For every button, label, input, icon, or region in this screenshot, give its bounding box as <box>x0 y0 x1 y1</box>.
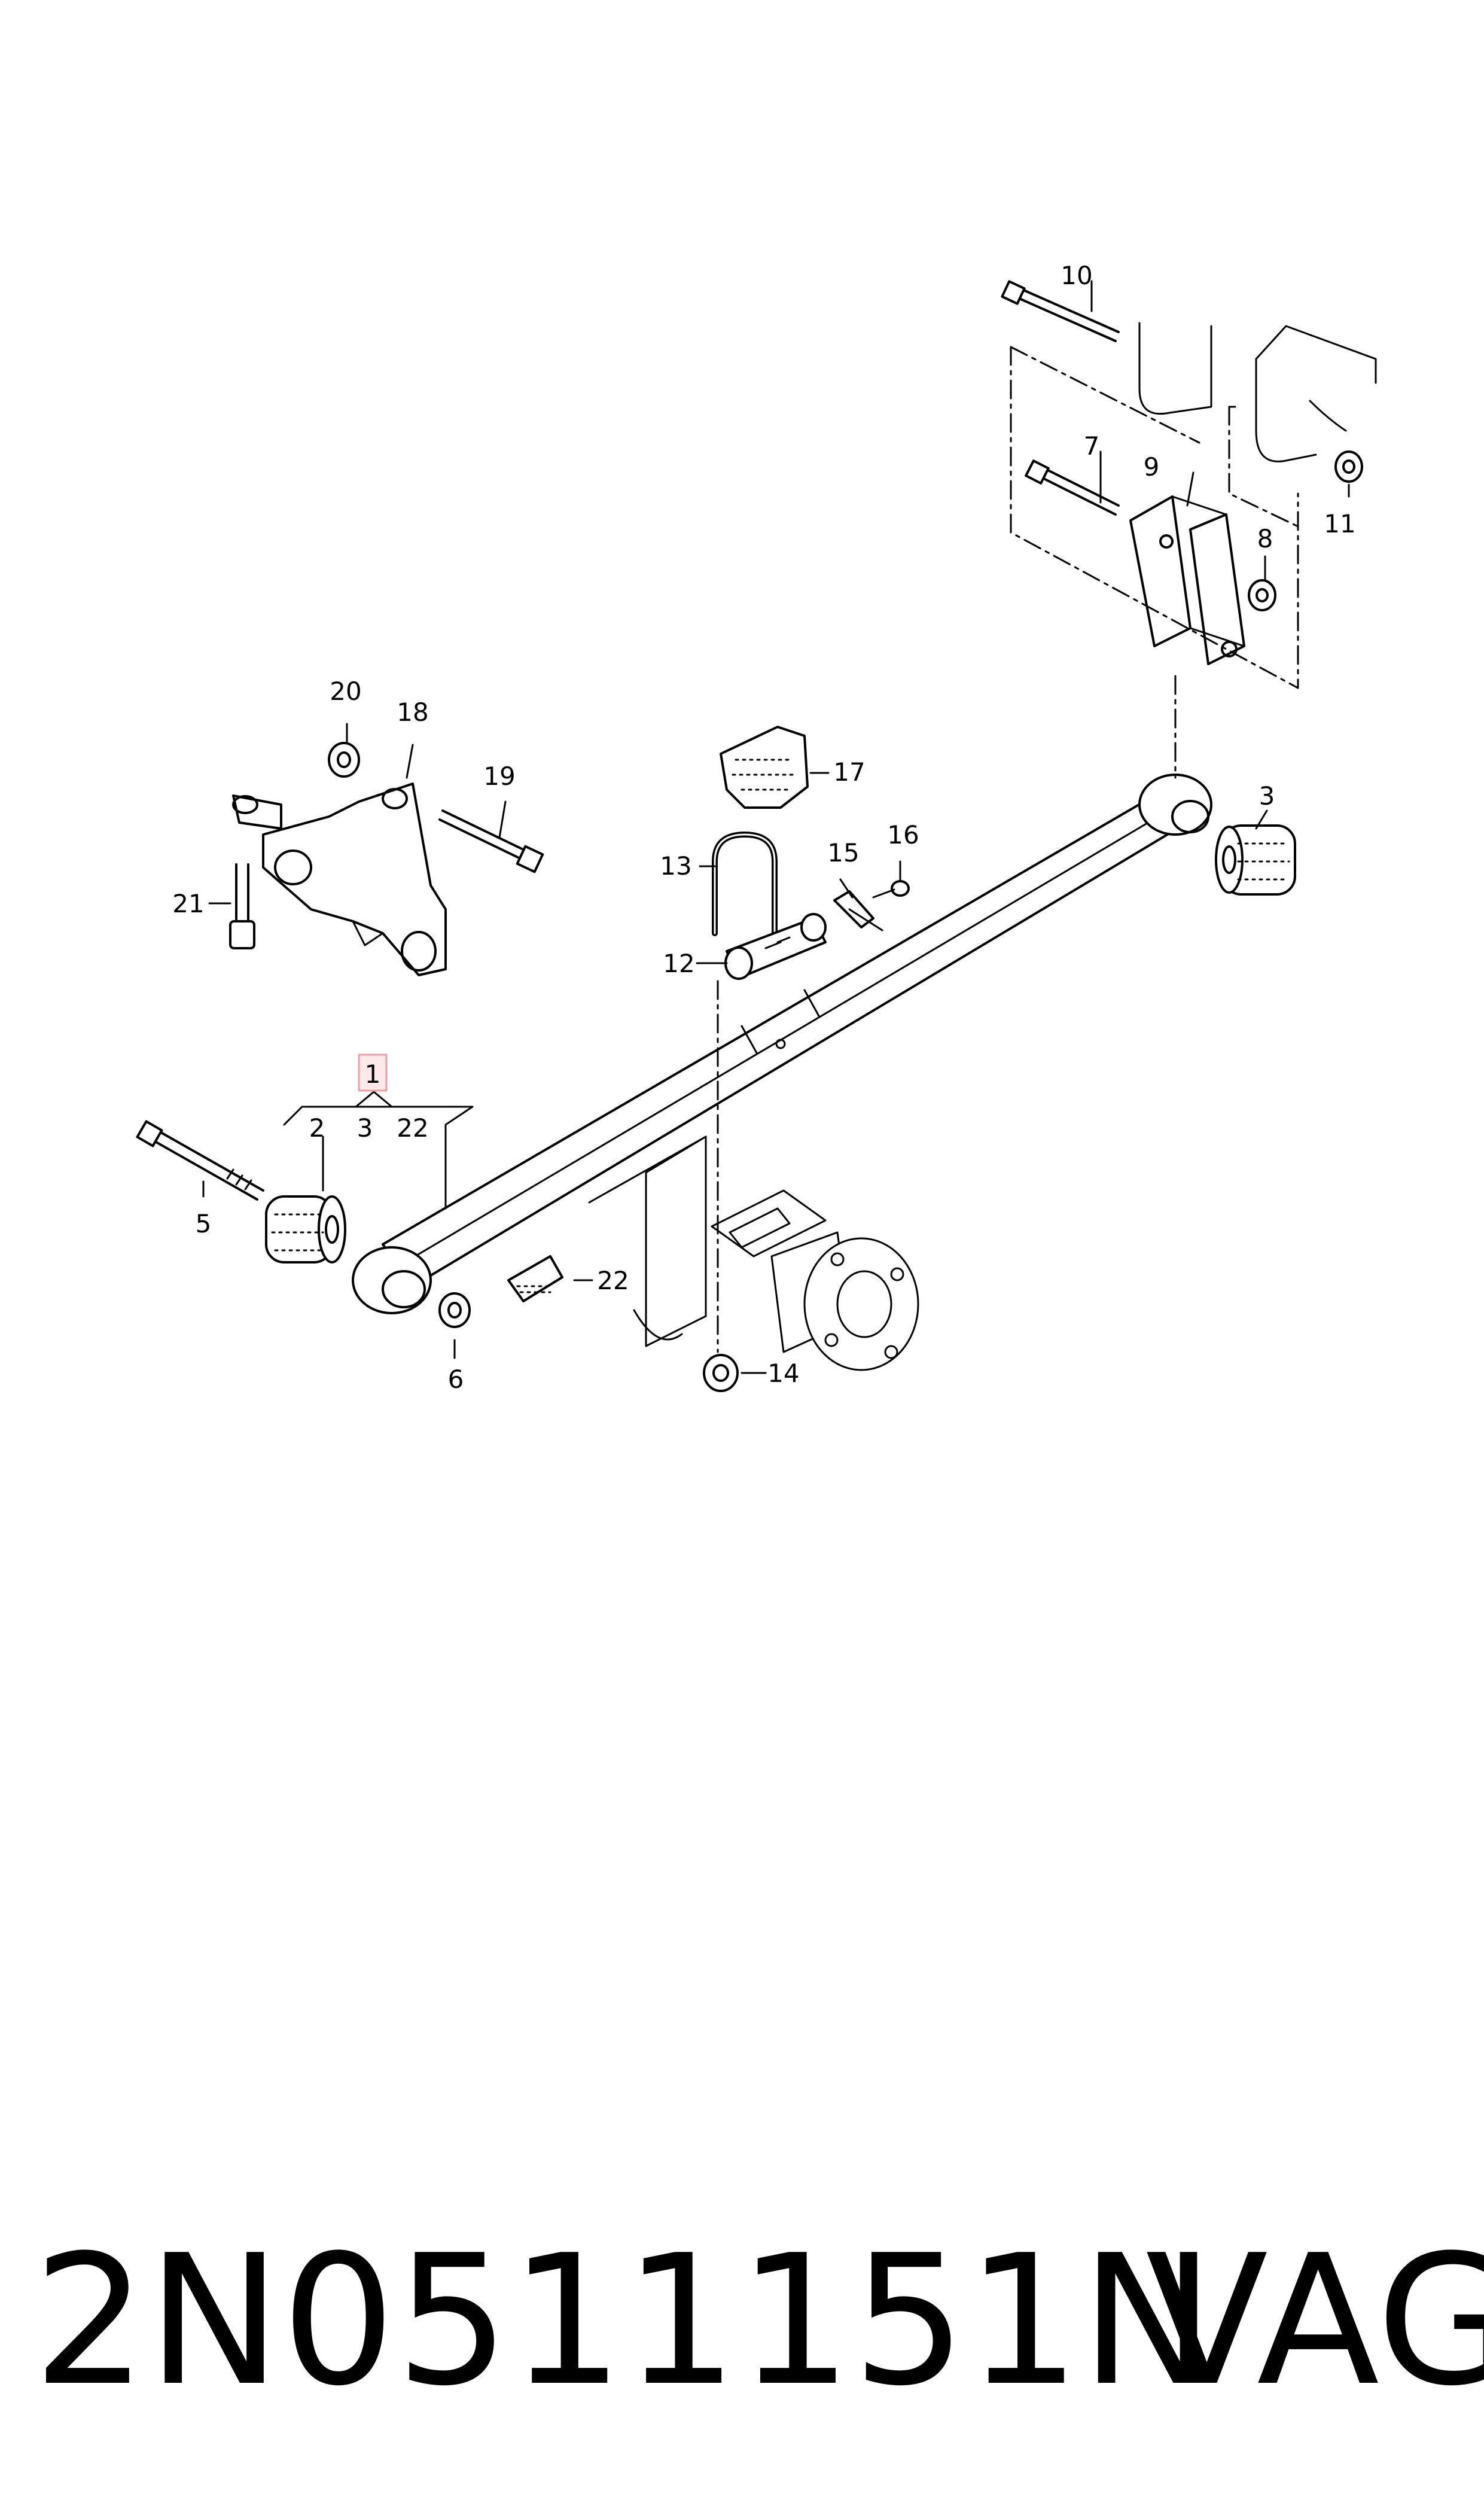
callout-1: 1 <box>365 1059 381 1089</box>
leader-lines <box>202 280 1350 1374</box>
part-number: 2N0511151N <box>33 2216 1215 2425</box>
spacer-plate <box>724 913 827 980</box>
frame-rail <box>1138 322 1377 462</box>
nut-frame <box>1334 450 1363 483</box>
brand-name: VAG <box>1145 2216 1484 2425</box>
bolt-shackle-lower <box>1025 459 1120 516</box>
u-bolt <box>712 832 778 936</box>
part-caption: 2N0511151N VAG <box>33 2216 1484 2425</box>
nut-rear-eye <box>438 1292 471 1328</box>
nut-bracket <box>328 742 360 778</box>
callout-9: 9 <box>1144 452 1160 482</box>
bolt-vertical <box>229 863 255 949</box>
callout-13: 13 <box>660 851 691 881</box>
callouts: 1 2 3 22 3 5 6 7 8 9 10 11 12 13 14 15 1… <box>172 261 1355 1394</box>
callout-20: 20 <box>330 677 361 706</box>
callout-14: 14 <box>767 1359 799 1388</box>
screw-clip <box>872 880 910 899</box>
callout-19: 19 <box>483 762 515 791</box>
callout-5: 5 <box>196 1209 212 1238</box>
bolt-rear-eye <box>136 1120 264 1201</box>
spring-pad <box>507 1255 563 1302</box>
spring-clip <box>833 890 883 931</box>
callout-11: 11 <box>1324 509 1355 538</box>
spring-shackle <box>1129 495 1245 665</box>
callout-17: 17 <box>833 757 865 787</box>
callout-22-group: 22 <box>397 1113 428 1143</box>
callout-18: 18 <box>397 698 428 727</box>
callout-1-highlight <box>358 1054 388 1092</box>
callout-2: 2 <box>309 1113 325 1143</box>
callout-3-group: 3 <box>357 1113 373 1143</box>
leaf-spring <box>352 774 1212 1314</box>
bolt-shackle-upper <box>1001 280 1120 342</box>
callout-7: 7 <box>1084 431 1100 461</box>
rubber-bushing-rear <box>265 1195 346 1263</box>
bump-stop <box>720 726 809 809</box>
callout-12: 12 <box>663 949 694 978</box>
callout-15: 15 <box>827 838 859 867</box>
callout-8: 8 <box>1257 524 1273 553</box>
nut-u-bolt <box>703 980 739 1392</box>
bolt-bracket <box>438 809 544 873</box>
callout-21: 21 <box>172 889 204 918</box>
callout-3: 3 <box>1259 781 1275 811</box>
callout-22: 22 <box>597 1266 629 1295</box>
rubber-bushing-front <box>1215 824 1296 896</box>
callout-6: 6 <box>448 1365 464 1394</box>
spring-bracket <box>232 783 447 976</box>
callout-16: 16 <box>887 820 919 850</box>
exploded-parts-diagram: 1 2 3 22 3 5 6 7 8 9 10 11 12 13 14 15 1… <box>136 261 1377 1394</box>
callout-10: 10 <box>1061 261 1092 290</box>
nut-shackle <box>1248 579 1276 611</box>
axle-housing <box>588 1135 919 1371</box>
frame-detail-outline <box>1010 346 1299 779</box>
